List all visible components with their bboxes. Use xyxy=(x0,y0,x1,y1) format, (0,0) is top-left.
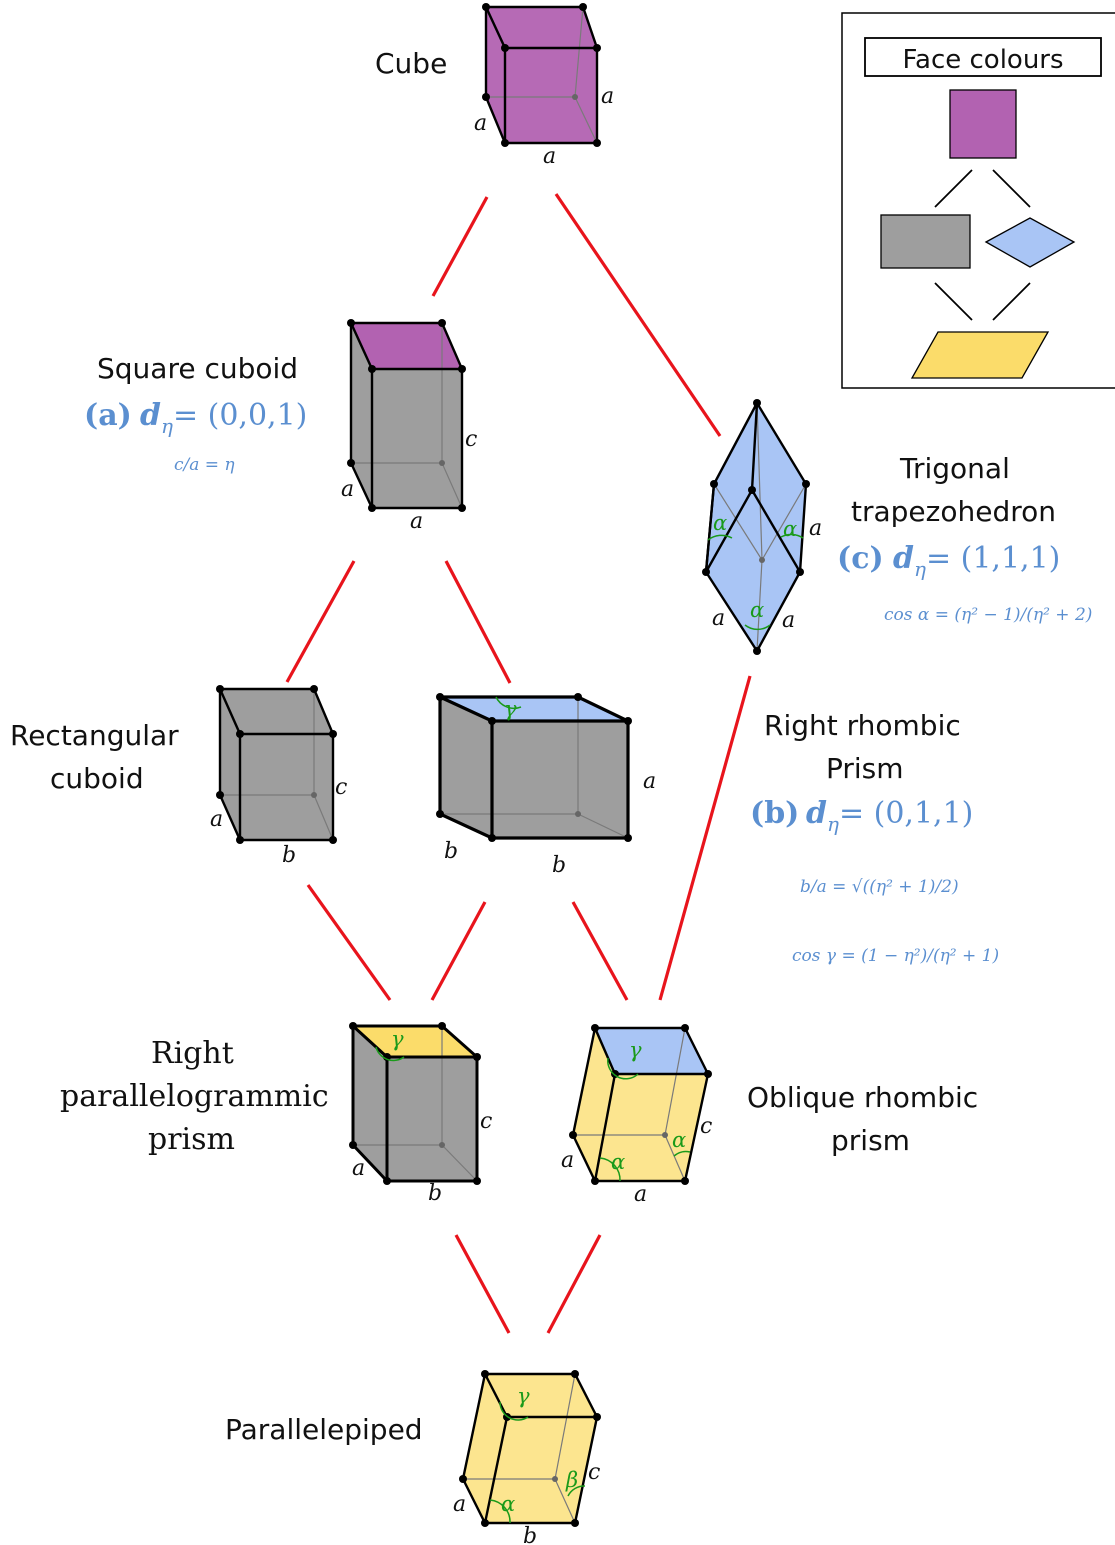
square-cuboid-relation: c/a = η xyxy=(174,455,235,475)
svg-text:dη= (1,1,1): dη= (1,1,1) xyxy=(893,541,1060,581)
trigonal-label-line2: trapezohedron xyxy=(851,495,1056,528)
right-parallelogrammic-label-line3: prism xyxy=(148,1122,235,1157)
oblique-rhombic-angle-alpha-2: α xyxy=(672,1128,686,1152)
link-rect-rightpar-1 xyxy=(306,884,392,1001)
parallelepiped-label: Parallelepiped xyxy=(225,1413,423,1446)
link-oblique-parallelepiped xyxy=(546,1234,602,1334)
right-rhombic-relation-2: cos γ = (1 − η²)/(η² + 1) xyxy=(792,946,999,966)
trigonal-edge-right: a xyxy=(809,516,822,541)
right-rhombic-relation-1: b/a = √((η² + 1)/2) xyxy=(800,877,959,897)
right-parallelogrammic-edge-c: c xyxy=(480,1109,492,1134)
trigonal-relation: cos α = (η² − 1)/(η² + 2) xyxy=(884,605,1092,625)
right-rhombic-code: (b) xyxy=(750,796,799,831)
square-cuboid-edge-a-bottom: a xyxy=(410,509,423,534)
right-rhombic-edge-a: a xyxy=(643,769,656,794)
square-cuboid-label: Square cuboid xyxy=(97,352,298,385)
link-cube-trigonal xyxy=(554,193,722,437)
trigonal-eta-symbol: η xyxy=(914,557,926,581)
trigonal-formula: (c) dη= (1,1,1) cos α = (η² − 1)/(η² + 2… xyxy=(837,541,1092,625)
right-rhombic-edge-b-bottom: b xyxy=(552,853,566,878)
legend-box: Face colours xyxy=(841,12,1115,389)
legend-swatch-cube xyxy=(949,89,1017,159)
oblique-rhombic-label-line1: Oblique rhombic xyxy=(747,1081,978,1114)
right-parallelogrammic-angle: γ xyxy=(391,1027,404,1051)
rect-cuboid-edge-b: b xyxy=(282,843,296,868)
link-cube-square xyxy=(431,196,489,297)
trigonal-label-line1: Trigonal xyxy=(899,452,1010,485)
link-square-rhombic xyxy=(444,560,512,684)
square-cuboid-shape: a a c xyxy=(341,319,477,534)
parallelepiped-angle-gamma: γ xyxy=(517,1384,530,1408)
parallelepiped-edge-c: c xyxy=(588,1460,600,1485)
right-rhombic-d-symbol: d xyxy=(806,796,827,831)
trigonal-d-symbol: d xyxy=(893,541,914,576)
trigonal-edge-lower-left: a xyxy=(712,606,725,631)
parallelepiped-angle-alpha: α xyxy=(501,1492,515,1516)
cube-edge-label-bottom: a xyxy=(543,144,556,169)
trigonal-angle-2: α xyxy=(783,517,797,541)
right-parallelogrammic-label-line1: Right xyxy=(151,1036,234,1071)
right-rhombic-prism-shape: γ b b a xyxy=(436,693,656,878)
legend-title-box xyxy=(864,37,1102,77)
oblique-rhombic-edge-a-left: a xyxy=(561,1148,574,1173)
square-cuboid-vector: = (0,0,1) xyxy=(173,398,307,433)
right-rhombic-formula: (b) dη= (0,1,1) b/a = √((η² + 1)/2) cos … xyxy=(750,796,999,966)
right-rhombic-vector: = (0,1,1) xyxy=(839,796,973,831)
right-rhombic-label-line1: Right rhombic xyxy=(764,709,961,742)
oblique-rhombic-angle-gamma: γ xyxy=(629,1038,642,1062)
right-rhombic-edge-b-left: b xyxy=(444,839,458,864)
oblique-rhombic-angle-alpha-1: α xyxy=(611,1150,625,1174)
right-rhombic-eta-symbol: η xyxy=(827,812,839,836)
hierarchy-links xyxy=(285,193,752,1334)
right-rhombic-angle: γ xyxy=(504,697,517,721)
square-cuboid-edge-c: c xyxy=(465,427,477,452)
square-cuboid-code: (a) xyxy=(84,398,132,433)
trigonal-code: (c) xyxy=(837,541,884,576)
right-parallelogrammic-edge-a: a xyxy=(352,1156,365,1181)
legend-swatch-rectangle xyxy=(880,214,971,269)
link-rightpar-parallelepiped xyxy=(454,1234,511,1334)
parallelepiped-edge-a: a xyxy=(453,1492,466,1517)
oblique-rhombic-prism-shape: γ α α a a c xyxy=(561,1024,712,1207)
right-parallelogrammic-label-line2: parallelogrammic xyxy=(60,1079,329,1114)
trigonal-angle-1: α xyxy=(713,511,727,535)
rect-cuboid-edge-a: a xyxy=(210,807,223,832)
trigonal-vector: = (1,1,1) xyxy=(926,541,1060,576)
right-rhombic-label-line2: Prism xyxy=(826,752,904,785)
cube-edge-label-right: a xyxy=(601,84,614,109)
link-square-rect xyxy=(285,560,356,683)
rect-cuboid-edge-c: c xyxy=(335,775,347,800)
oblique-rhombic-edge-a-bottom: a xyxy=(634,1182,647,1207)
trigonal-edge-lower-right: a xyxy=(782,608,795,633)
oblique-rhombic-edge-c: c xyxy=(700,1114,712,1139)
right-parallelogrammic-prism-shape: γ a b c xyxy=(349,1022,492,1206)
legend-title: Face colours xyxy=(902,45,1063,75)
parallelepiped-angle-beta: β xyxy=(565,1468,578,1492)
parallelepiped-shape: γ α β a b c xyxy=(453,1370,601,1545)
square-cuboid-eta-symbol: η xyxy=(161,414,173,438)
rect-cuboid-label-line1: Rectangular xyxy=(10,719,179,752)
square-cuboid-d-symbol: d xyxy=(140,398,161,433)
rect-cuboid-label-line2: cuboid xyxy=(50,762,144,795)
square-cuboid-edge-a-left: a xyxy=(341,477,354,502)
oblique-rhombic-label-line2: prism xyxy=(831,1124,910,1157)
link-rhombic-rightpar xyxy=(430,901,487,1001)
rectangular-cuboid-shape: a b c xyxy=(210,685,347,868)
svg-text:dη= (0,1,1): dη= (0,1,1) xyxy=(806,796,973,836)
svg-text:dη= (0,0,1): dη= (0,0,1) xyxy=(140,398,307,438)
cube-label: Cube xyxy=(375,47,447,80)
trigonal-trapezohedron-shape: α α α a a a xyxy=(702,399,822,655)
link-rhombic-oblique xyxy=(571,901,629,1001)
legend-swatch-parallelogram xyxy=(910,331,1050,379)
square-cuboid-formula: (a) dη= (0,0,1) c/a = η xyxy=(84,398,307,475)
right-parallelogrammic-edge-b: b xyxy=(428,1181,442,1206)
cube-shape: a a a xyxy=(474,3,614,169)
cube-edge-label-left: a xyxy=(474,111,487,136)
legend-swatch-rhombus xyxy=(984,217,1076,268)
trigonal-angle-3: α xyxy=(750,598,764,622)
link-trigonal-oblique xyxy=(658,675,752,1001)
parallelepiped-edge-b: b xyxy=(523,1524,537,1545)
